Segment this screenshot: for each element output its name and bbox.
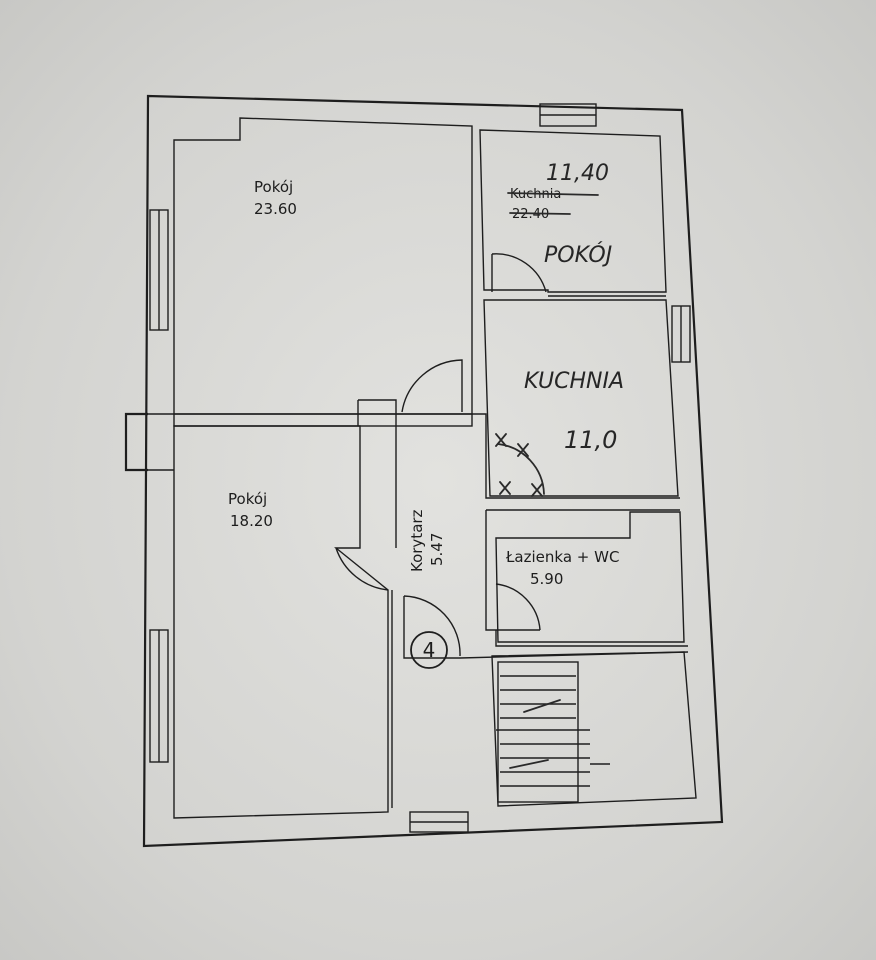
outer-walls [124,94,724,848]
room-top-right [479,129,679,497]
doors [335,253,547,657]
stair-room [491,651,697,807]
stair-marker: 4 [410,631,448,669]
stair-marker-number: 4 [423,638,436,662]
bathroom-name: Łazienka + WC [505,548,619,566]
handwritten-kitchen-area: 11,0 [564,426,617,454]
handwritten-kitchen-name: KUCHNIA [524,369,624,394]
handwritten-top-right-area: 11,40 [546,161,609,186]
room-bottom-left [173,425,389,819]
corridor-name: Korytarz [408,509,426,572]
room-top-left-area: 23.60 [254,200,297,218]
handwritten-top-right-name: POKÓJ [544,242,612,268]
kitchen-old-area: 22.40 [512,207,549,222]
room-top-left-name: Pokój [254,178,293,196]
corridor-walls [357,399,689,808]
corridor-area: 5.47 [428,533,446,566]
windows [149,103,691,833]
room-bottom-left-name: Pokój [228,490,267,508]
room-top-left [173,413,473,427]
bathroom-area: 5.90 [530,570,563,588]
room-bottom-left-area: 18.20 [230,512,273,530]
bathroom-room [495,511,685,643]
